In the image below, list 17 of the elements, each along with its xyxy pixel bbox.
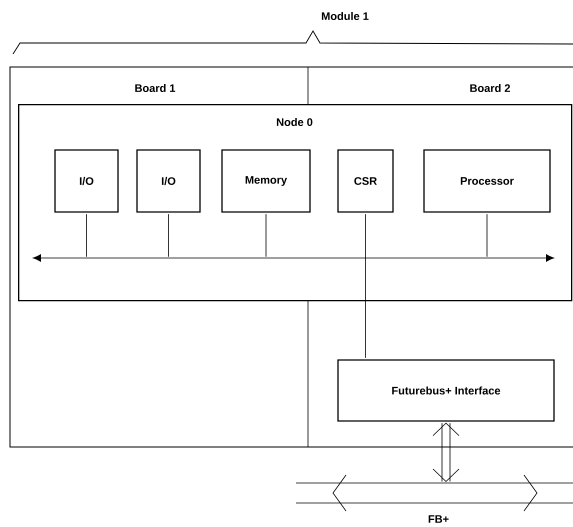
connector [486,214,488,258]
bus-label: FB+ [428,515,449,523]
module-label: Module 1 [322,12,369,20]
bus-line [33,254,554,262]
connector [168,214,169,258]
board-label: Board 2 [470,84,510,92]
bus-line [296,474,573,512]
connector [365,214,366,358]
board-label: Board 1 [135,84,176,92]
connector [86,214,87,258]
component-box: Futurebus+ Interface [337,359,555,422]
component-box: I/O [54,149,119,213]
component-box: I/O [136,149,201,213]
component-box: Memory [221,149,311,213]
component-box: Processor [423,149,551,213]
double-arrow [432,422,460,482]
component-box: CSR [337,149,394,213]
